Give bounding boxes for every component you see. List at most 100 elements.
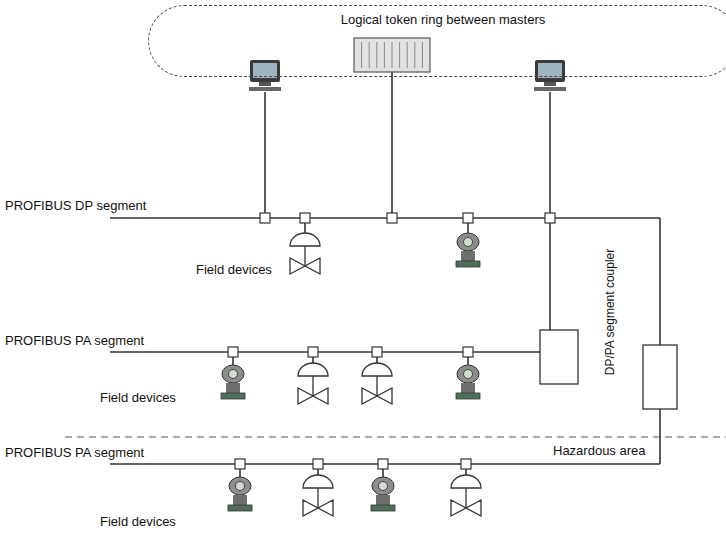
drop-line	[239, 469, 241, 477]
group-label: Field devices	[100, 514, 176, 529]
tap-box	[545, 213, 555, 223]
token-ring: Logical token ring between masters	[148, 5, 726, 77]
transmitter-head	[457, 233, 479, 251]
keyboard	[249, 87, 281, 91]
valve-stem	[317, 488, 318, 508]
tap-box	[463, 213, 473, 223]
transmitter-window	[236, 482, 245, 491]
valve-icon	[298, 363, 328, 404]
transmitter-window	[229, 370, 238, 379]
tap-box	[313, 459, 323, 469]
transmitter-body	[461, 251, 475, 261]
segment-coupler	[540, 330, 578, 384]
rack-slot	[384, 42, 385, 68]
valve-body	[298, 388, 328, 404]
valve-actuator	[451, 475, 481, 488]
valve-body	[303, 500, 333, 516]
tap-box	[260, 213, 270, 223]
transmitter-body	[226, 383, 240, 393]
group-label: Field devices	[196, 262, 272, 277]
monitor	[535, 60, 565, 82]
master-line	[391, 72, 393, 218]
coupler-label: DP/PA segment coupler	[603, 249, 618, 376]
transmitter-icon	[221, 365, 245, 399]
tap-box	[387, 213, 397, 223]
group-label: Field devices	[100, 390, 176, 405]
segment-label: PROFIBUS PA segment	[5, 333, 144, 348]
transmitter-window	[464, 238, 473, 247]
rack-slot	[361, 42, 362, 68]
valve-actuator	[290, 233, 320, 246]
transmitter-body	[461, 383, 475, 393]
valve-icon	[362, 363, 392, 404]
coupler-line	[549, 218, 551, 330]
valve-icon	[451, 475, 481, 516]
rack-slot	[376, 42, 377, 68]
ring-label: Logical token ring between masters	[149, 12, 726, 27]
rack-slot	[414, 42, 415, 68]
transmitter-flange	[456, 261, 480, 267]
transmitter-icon	[456, 233, 480, 267]
pa-bus	[110, 351, 540, 353]
monitor-base	[544, 82, 556, 86]
transmitter-head	[222, 365, 244, 383]
tap-box	[378, 459, 388, 469]
rack-slot	[392, 42, 393, 68]
drop-line	[382, 469, 384, 477]
master-line	[264, 92, 266, 218]
rack-slot	[399, 42, 400, 68]
rack-slot	[422, 42, 423, 68]
transmitter-flange	[228, 505, 252, 511]
hazard-boundary	[65, 436, 726, 437]
plc-rack	[354, 38, 430, 72]
segment-label: PROFIBUS PA segment	[5, 445, 144, 460]
valve-stem	[304, 246, 305, 266]
transmitter-icon	[228, 477, 252, 511]
segment-label: PROFIBUS DP segment	[5, 198, 146, 213]
transmitter-flange	[456, 393, 480, 399]
transmitter-head	[372, 477, 394, 495]
drop-line	[232, 357, 234, 365]
valve-actuator	[303, 475, 333, 488]
rack-slot	[407, 42, 408, 68]
tap-box	[235, 459, 245, 469]
transmitter-head	[229, 477, 251, 495]
tap-box	[228, 347, 238, 357]
segment-coupler	[643, 345, 677, 409]
valve-body	[362, 388, 392, 404]
tap-box	[461, 459, 471, 469]
transmitter-flange	[371, 505, 395, 511]
computer-icon	[249, 60, 281, 91]
keyboard	[534, 87, 566, 91]
monitor-base	[259, 82, 271, 86]
transmitter-body	[233, 495, 247, 505]
valve-actuator	[362, 363, 392, 376]
master-line	[549, 92, 551, 218]
valve-actuator	[298, 363, 328, 376]
valve-stem	[376, 376, 377, 396]
valve-body	[290, 258, 320, 274]
tap-box	[300, 213, 310, 223]
valve-stem	[465, 488, 466, 508]
transmitter-icon	[456, 365, 480, 399]
transmitter-flange	[221, 393, 245, 399]
dp-bus	[659, 218, 661, 345]
rack-slot	[369, 42, 370, 68]
computer-icon	[534, 60, 566, 91]
transmitter-head	[457, 365, 479, 383]
drop-line	[467, 223, 469, 233]
rack-body	[354, 38, 430, 72]
screen	[253, 63, 277, 78]
transmitter-icon	[371, 477, 395, 511]
tap-box	[372, 347, 382, 357]
tap-box	[308, 347, 318, 357]
valve-stem	[312, 376, 313, 396]
monitor	[250, 60, 280, 82]
transmitter-body	[376, 495, 390, 505]
valve-icon	[290, 233, 320, 274]
valve-icon	[303, 475, 333, 516]
drop-line	[467, 357, 469, 365]
transmitter-window	[379, 482, 388, 491]
